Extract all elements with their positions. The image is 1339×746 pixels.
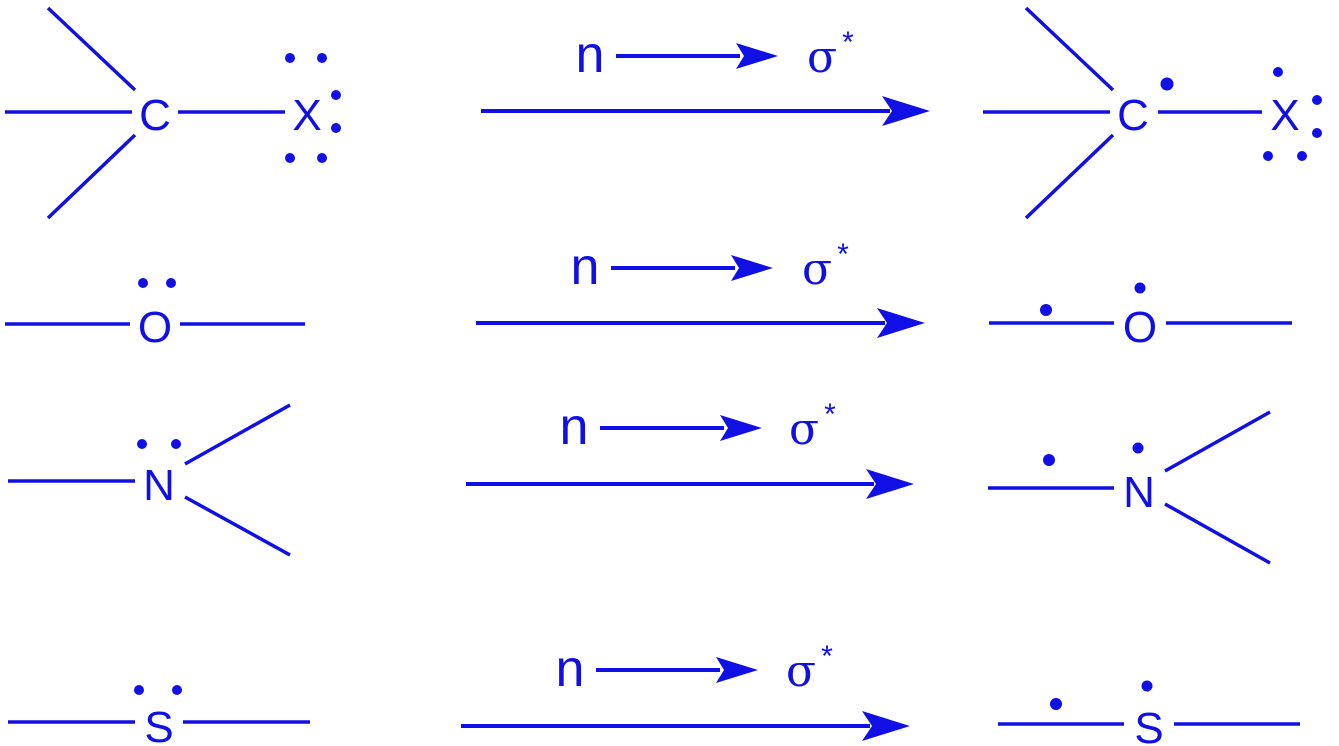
atom-x: X (1270, 91, 1299, 140)
label-star: * (821, 640, 833, 673)
radical-dot (1043, 454, 1055, 466)
atom-n: N (1123, 468, 1155, 517)
atom-x: X (292, 91, 321, 140)
radical-dot (1050, 698, 1062, 710)
bond (1024, 133, 1115, 220)
transition-label: n σ * (576, 26, 855, 84)
atom-c: C (1117, 91, 1149, 140)
reaction-arrow (466, 469, 914, 499)
label-star: * (842, 26, 854, 59)
bond (46, 6, 137, 92)
label-star: * (837, 238, 849, 271)
bond (1164, 502, 1271, 565)
lone-pair-dot (331, 123, 341, 133)
product-n: N (988, 410, 1271, 565)
radical-dot (1040, 304, 1052, 316)
reaction-arrow (481, 96, 930, 126)
row-cx: C X n σ * C X (5, 6, 1322, 220)
label-n: n (576, 26, 605, 84)
label-arrowhead (736, 43, 778, 69)
transition-label: n σ * (571, 238, 850, 296)
bond (46, 133, 137, 220)
label-n: n (571, 238, 600, 296)
bond (184, 495, 291, 557)
lone-pair-dot (1273, 67, 1283, 77)
product-o: O (989, 282, 1292, 352)
bond (1024, 6, 1115, 92)
label-star: * (824, 398, 836, 431)
label-n: n (560, 398, 589, 456)
product-s: S (998, 680, 1300, 746)
lone-pair-dot (172, 685, 182, 695)
lone-pair-dot (171, 439, 181, 449)
label-sigma: σ (789, 404, 819, 455)
row-o: O n σ * O (5, 238, 1292, 352)
transition-label: n σ * (560, 398, 837, 456)
reactant-o: O (5, 278, 305, 352)
atom-o: O (138, 303, 172, 352)
transition-label: n σ * (556, 640, 834, 698)
lone-pair-dot (166, 278, 176, 288)
atom-c: C (139, 91, 171, 140)
product-cx: C X (983, 6, 1322, 220)
row-n: N n σ * N (8, 398, 1271, 565)
radical-dot (1141, 680, 1153, 692)
lone-pair-dot (317, 153, 327, 163)
reactant-cx: C X (5, 6, 341, 220)
reactant-s: S (8, 685, 310, 746)
label-arrowhead (731, 255, 773, 281)
lone-pair-dot (138, 278, 148, 288)
reactant-n: N (8, 403, 291, 557)
lone-pair-dot (134, 685, 144, 695)
label-arrowhead (720, 415, 762, 441)
radical-dot (1132, 442, 1144, 454)
radical-dot (1160, 77, 1174, 91)
atom-n: N (143, 461, 175, 510)
radical-dot (1134, 282, 1146, 294)
lone-pair-dot (317, 53, 327, 63)
lone-pair-dot (285, 153, 295, 163)
lone-pair-dot (1312, 95, 1322, 105)
atom-o: O (1123, 303, 1157, 352)
label-sigma: σ (807, 32, 837, 83)
label-n: n (556, 640, 585, 698)
lone-pair-dot (1312, 128, 1322, 138)
reaction-arrow (461, 711, 910, 741)
bond (184, 403, 291, 466)
row-s: S n σ * S (8, 640, 1300, 746)
label-arrowhead (716, 657, 758, 683)
atom-s: S (144, 703, 173, 746)
lone-pair-dot (137, 439, 147, 449)
lone-pair-dot (1297, 151, 1307, 161)
label-sigma: σ (786, 646, 816, 697)
lone-pair-dot (1263, 151, 1273, 161)
label-sigma: σ (802, 244, 832, 295)
lone-pair-dot (331, 90, 341, 100)
lone-pair-dot (285, 53, 295, 63)
reaction-arrow (476, 308, 925, 338)
bond (1164, 410, 1271, 473)
atom-s: S (1134, 704, 1163, 746)
